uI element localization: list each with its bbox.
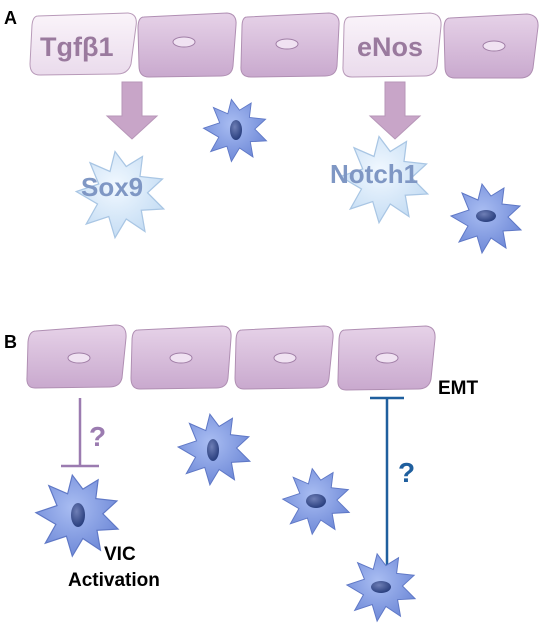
purple-inhibition-symbol bbox=[61, 398, 99, 468]
endothelial-cell-b3 bbox=[234, 325, 334, 390]
arrow-down-icon bbox=[105, 81, 159, 140]
question-mark-purple: ? bbox=[89, 421, 106, 452]
endothelial-cell-a5 bbox=[443, 13, 539, 79]
endothelial-cell-a2 bbox=[137, 12, 237, 78]
notch1-label: Notch1 bbox=[330, 159, 418, 189]
interstitial-cell-b3 bbox=[282, 468, 350, 535]
panel-b-letter: B bbox=[4, 332, 17, 352]
endothelial-cell-highlighted-a1 bbox=[29, 12, 137, 76]
panel-a-letter: A bbox=[4, 8, 17, 28]
tgfb1-label: Tgfβ1 bbox=[40, 32, 113, 62]
enos-label: eNos bbox=[357, 32, 423, 62]
vic-label-line-2: Activation bbox=[68, 570, 160, 591]
blue-inhibition-symbol bbox=[370, 396, 404, 566]
arrow-down-icon bbox=[368, 81, 422, 140]
question-mark-blue: ? bbox=[398, 457, 415, 488]
emt-label: EMT bbox=[438, 378, 479, 399]
endothelial-cell-b4 bbox=[337, 325, 436, 391]
endothelial-cell-b2 bbox=[130, 325, 232, 390]
interstitial-cell-b4 bbox=[346, 553, 416, 622]
interstitial-cell-a2 bbox=[450, 183, 522, 254]
interstitial-cell-b2 bbox=[177, 413, 251, 486]
interstitial-cell-vic bbox=[35, 474, 119, 557]
interstitial-cell-a1 bbox=[203, 98, 267, 162]
endothelial-cell-highlighted-a4 bbox=[342, 12, 442, 78]
vic-label-line-1: VIC bbox=[104, 544, 136, 565]
sox9-label: Sox9 bbox=[81, 172, 143, 202]
endothelial-cell-b1 bbox=[26, 324, 127, 389]
endothelial-cell-a3 bbox=[240, 12, 340, 78]
